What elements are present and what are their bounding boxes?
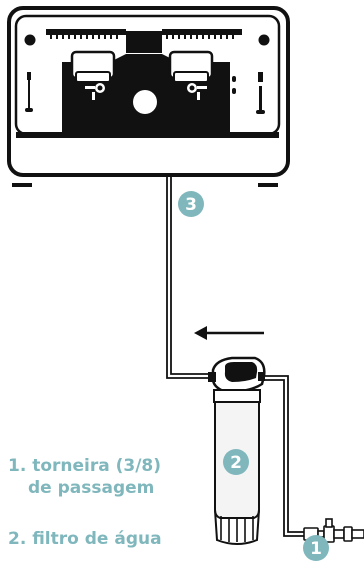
water-hose <box>166 175 304 537</box>
marker-3: 3 <box>178 191 204 217</box>
legend-item-2: 2. filtro de água <box>8 529 162 549</box>
marker-1-label: 1 <box>310 539 322 559</box>
water-filter-icon <box>208 356 266 545</box>
marker-2-label: 2 <box>230 453 242 473</box>
legend-item-1-line2: de passagem <box>28 478 155 498</box>
marker-1: 1 <box>303 535 329 561</box>
marker-3-label: 3 <box>185 195 197 215</box>
legend-item-1-line1: 1. torneira (3/8) <box>8 456 162 476</box>
left-arrow-icon <box>194 326 264 340</box>
espresso-machine-icon <box>7 6 290 187</box>
marker-2: 2 <box>223 449 249 475</box>
